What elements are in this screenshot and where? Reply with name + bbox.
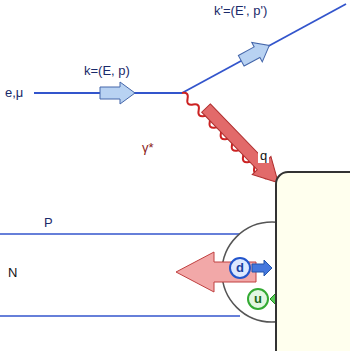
quark-circle: u [247, 288, 269, 310]
quark-label: u [254, 292, 262, 306]
outgoing-lepton-line [182, 4, 346, 93]
momentum-transfer-arrow [197, 99, 288, 192]
physics-label: k=(E, p) [82, 63, 132, 78]
quark-circle: d [229, 257, 251, 279]
physics-label: P [42, 215, 55, 230]
virtual-photon [180, 91, 268, 181]
physics-label: q [258, 148, 269, 163]
momentum-arrow [236, 36, 275, 71]
nucleon-line [0, 315, 240, 317]
momentum-arrow [100, 82, 135, 104]
physics-label: γ* [140, 140, 156, 155]
physics-label: N [6, 265, 19, 280]
physics-label: k'=(E', p') [212, 3, 269, 18]
quark-arrow [252, 260, 272, 276]
nucleon-line [0, 233, 240, 235]
recoil-arrow [176, 252, 256, 292]
quark-label: d [236, 261, 244, 275]
physics-label: e,μ [3, 85, 25, 100]
callout-box [276, 172, 350, 351]
